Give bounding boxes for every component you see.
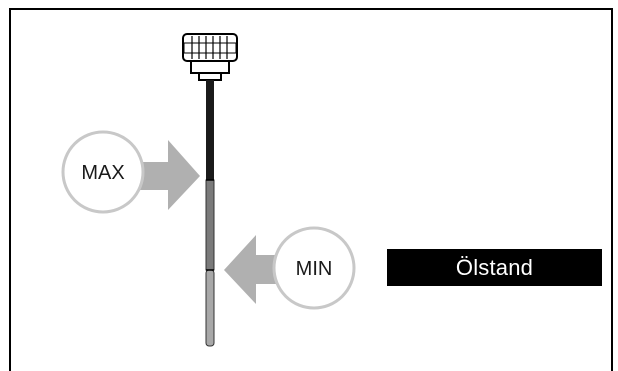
max-bubble bbox=[61, 130, 145, 214]
frame-top-border bbox=[9, 8, 613, 10]
caption-text: Ölstand bbox=[455, 254, 534, 280]
cap-icon bbox=[182, 33, 238, 81]
min-bubble bbox=[272, 226, 356, 310]
frame-left-border bbox=[9, 8, 11, 371]
arrow-right-icon bbox=[140, 140, 200, 210]
dipstick-icon bbox=[205, 80, 215, 347]
min-label: MIN bbox=[296, 258, 333, 280]
arrow-left-icon bbox=[224, 235, 285, 304]
caption-box: Ölstand bbox=[387, 249, 602, 286]
max-label: MAX bbox=[81, 162, 124, 184]
frame-right-border bbox=[611, 8, 613, 371]
